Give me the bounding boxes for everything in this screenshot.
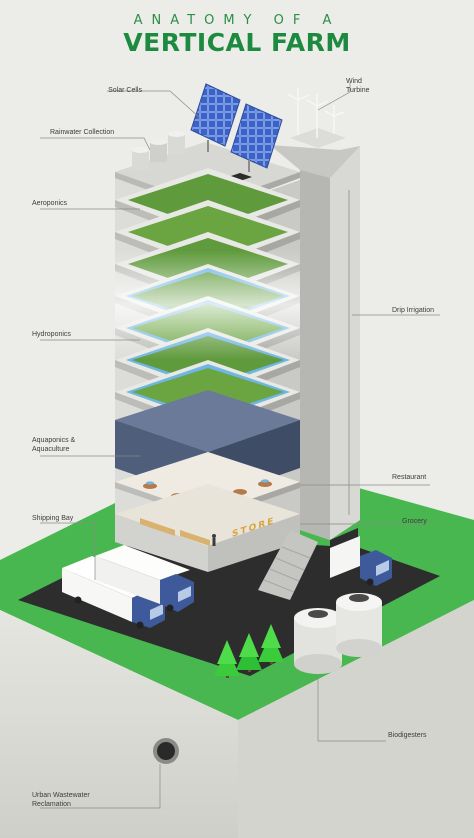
- leader-lines: [40, 82, 440, 809]
- solar-panels: [190, 83, 283, 172]
- label-restaurant: Restaurant: [392, 474, 427, 481]
- trees: [214, 624, 284, 678]
- rainwater-tanks: [132, 131, 185, 170]
- label-hydroponics: Hydroponics: [32, 331, 71, 338]
- page-title: VERTICAL FARM: [123, 28, 351, 57]
- label-wind-turbine-line2: Turbine: [346, 87, 370, 94]
- label-solar-cells: Solar Cells: [108, 87, 142, 94]
- label-aquaponics-line1: Aquaponics &: [32, 437, 76, 444]
- label-wind-turbine-line1: Wind: [346, 78, 362, 85]
- label-aquaponics: Aquaponics & Aquaculture: [32, 436, 112, 454]
- label-aquaponics-line2: Aquaculture: [32, 446, 70, 453]
- label-grocery: Grocery: [402, 518, 427, 525]
- label-wind-turbine: Wind Turbine: [346, 77, 396, 95]
- wind-turbines: [287, 88, 346, 148]
- label-shipping-bay: Shipping Bay: [32, 515, 74, 522]
- label-drip-irrigation: Drip Irrigation: [392, 307, 435, 314]
- label-biodigesters: Biodigesters: [388, 732, 427, 739]
- label-urban-wastewater-line2: Reclamation: [32, 801, 71, 808]
- grow-light-glow: [115, 250, 300, 360]
- label-rainwater-collection: Rainwater Collection: [50, 129, 115, 136]
- garage-truck: [330, 536, 392, 586]
- title-kicker: ANATOMY OF A: [133, 13, 341, 28]
- exterior-stairs: [258, 530, 318, 600]
- grocery-floor: STORE: [115, 484, 300, 572]
- label-aeroponics: Aeroponics: [32, 200, 68, 207]
- delivery-trucks: [62, 545, 194, 629]
- wastewater-pipe: [153, 738, 179, 764]
- biodigesters: [294, 593, 382, 674]
- label-urban-wastewater: Urban Wastewater Reclamation: [32, 791, 132, 809]
- label-urban-wastewater-line1: Urban Wastewater: [32, 792, 90, 799]
